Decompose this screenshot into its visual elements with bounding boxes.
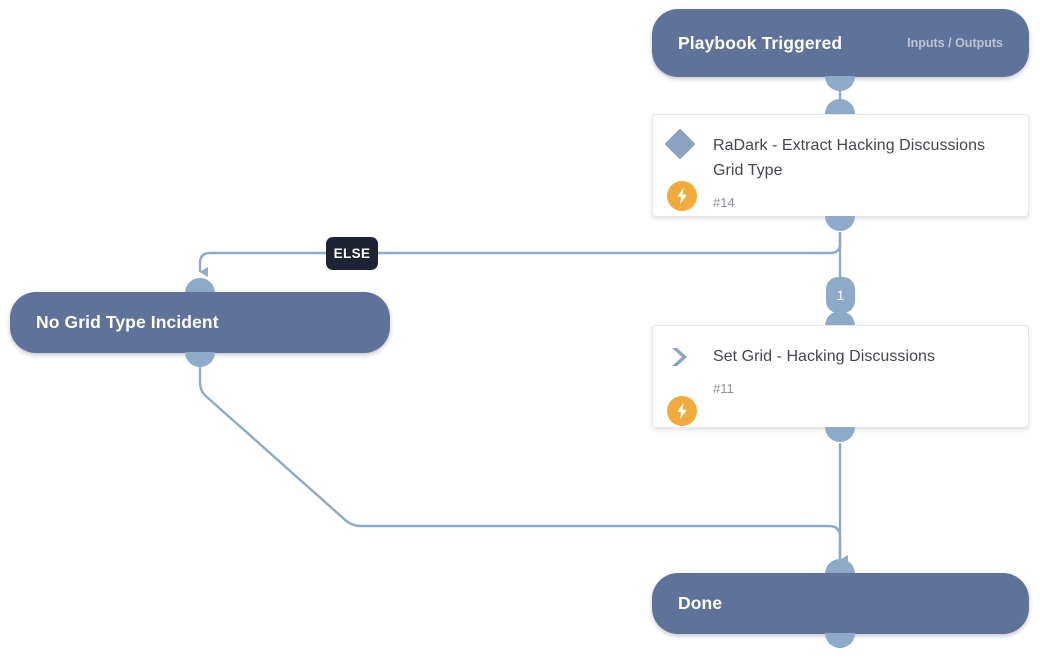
- connector-out-start[interactable]: [825, 76, 855, 91]
- connector-out-done[interactable]: [825, 633, 855, 648]
- branch-count-text: 1: [836, 287, 845, 303]
- node-title: No Grid Type Incident: [36, 312, 219, 332]
- chevron-right-icon: [669, 346, 713, 368]
- card-body: Set Grid - Hacking Discussions #11: [713, 326, 1028, 410]
- inputs-outputs-link[interactable]: Inputs / Outputs: [907, 36, 1003, 50]
- connector-in-setgrid[interactable]: [825, 311, 855, 326]
- node-playbook-triggered[interactable]: Playbook Triggered Inputs / Outputs: [652, 9, 1029, 77]
- card-icon-stack: [664, 127, 713, 211]
- connector-in-extract[interactable]: [825, 99, 855, 114]
- automation-icon-row: [667, 396, 713, 426]
- connector-in-nogrid[interactable]: [185, 278, 215, 293]
- card-icon-stack: [667, 338, 713, 426]
- node-no-grid-type-incident[interactable]: No Grid Type Incident: [10, 292, 390, 353]
- node-title: RaDark - Extract Hacking Discussions Gri…: [713, 137, 986, 179]
- task-type-icon-row: [667, 346, 713, 380]
- node-radark-extract-grid-type[interactable]: RaDark - Extract Hacking Discussions Gri…: [652, 114, 1029, 217]
- node-title: Done: [678, 593, 723, 613]
- automation-icon-row: [667, 181, 713, 211]
- node-id-label: #14: [713, 195, 735, 210]
- diamond-condition-icon: [664, 128, 696, 160]
- connector-out-nogrid[interactable]: [185, 352, 215, 367]
- node-title: Playbook Triggered: [678, 32, 843, 53]
- lightning-bolt-icon: [667, 181, 697, 211]
- branch-count-badge[interactable]: 1: [826, 277, 855, 313]
- edge-else-to-nogrid: [198, 232, 842, 277]
- connector-out-extract[interactable]: [825, 216, 855, 231]
- edge-label-else[interactable]: ELSE: [326, 237, 378, 270]
- node-done[interactable]: Done: [652, 573, 1029, 634]
- lightning-bolt-icon: [667, 396, 697, 426]
- connector-out-setgrid[interactable]: [825, 427, 855, 442]
- node-title: Set Grid - Hacking Discussions: [713, 348, 936, 365]
- node-set-grid-hacking-discussions[interactable]: Set Grid - Hacking Discussions #11: [652, 325, 1029, 428]
- connector-in-done[interactable]: [825, 559, 855, 574]
- task-type-icon-row: [664, 128, 713, 171]
- node-id-label: #11: [713, 381, 734, 396]
- edge-label-else-text: ELSE: [333, 246, 371, 261]
- card-body: RaDark - Extract Hacking Discussions Gri…: [713, 115, 1028, 224]
